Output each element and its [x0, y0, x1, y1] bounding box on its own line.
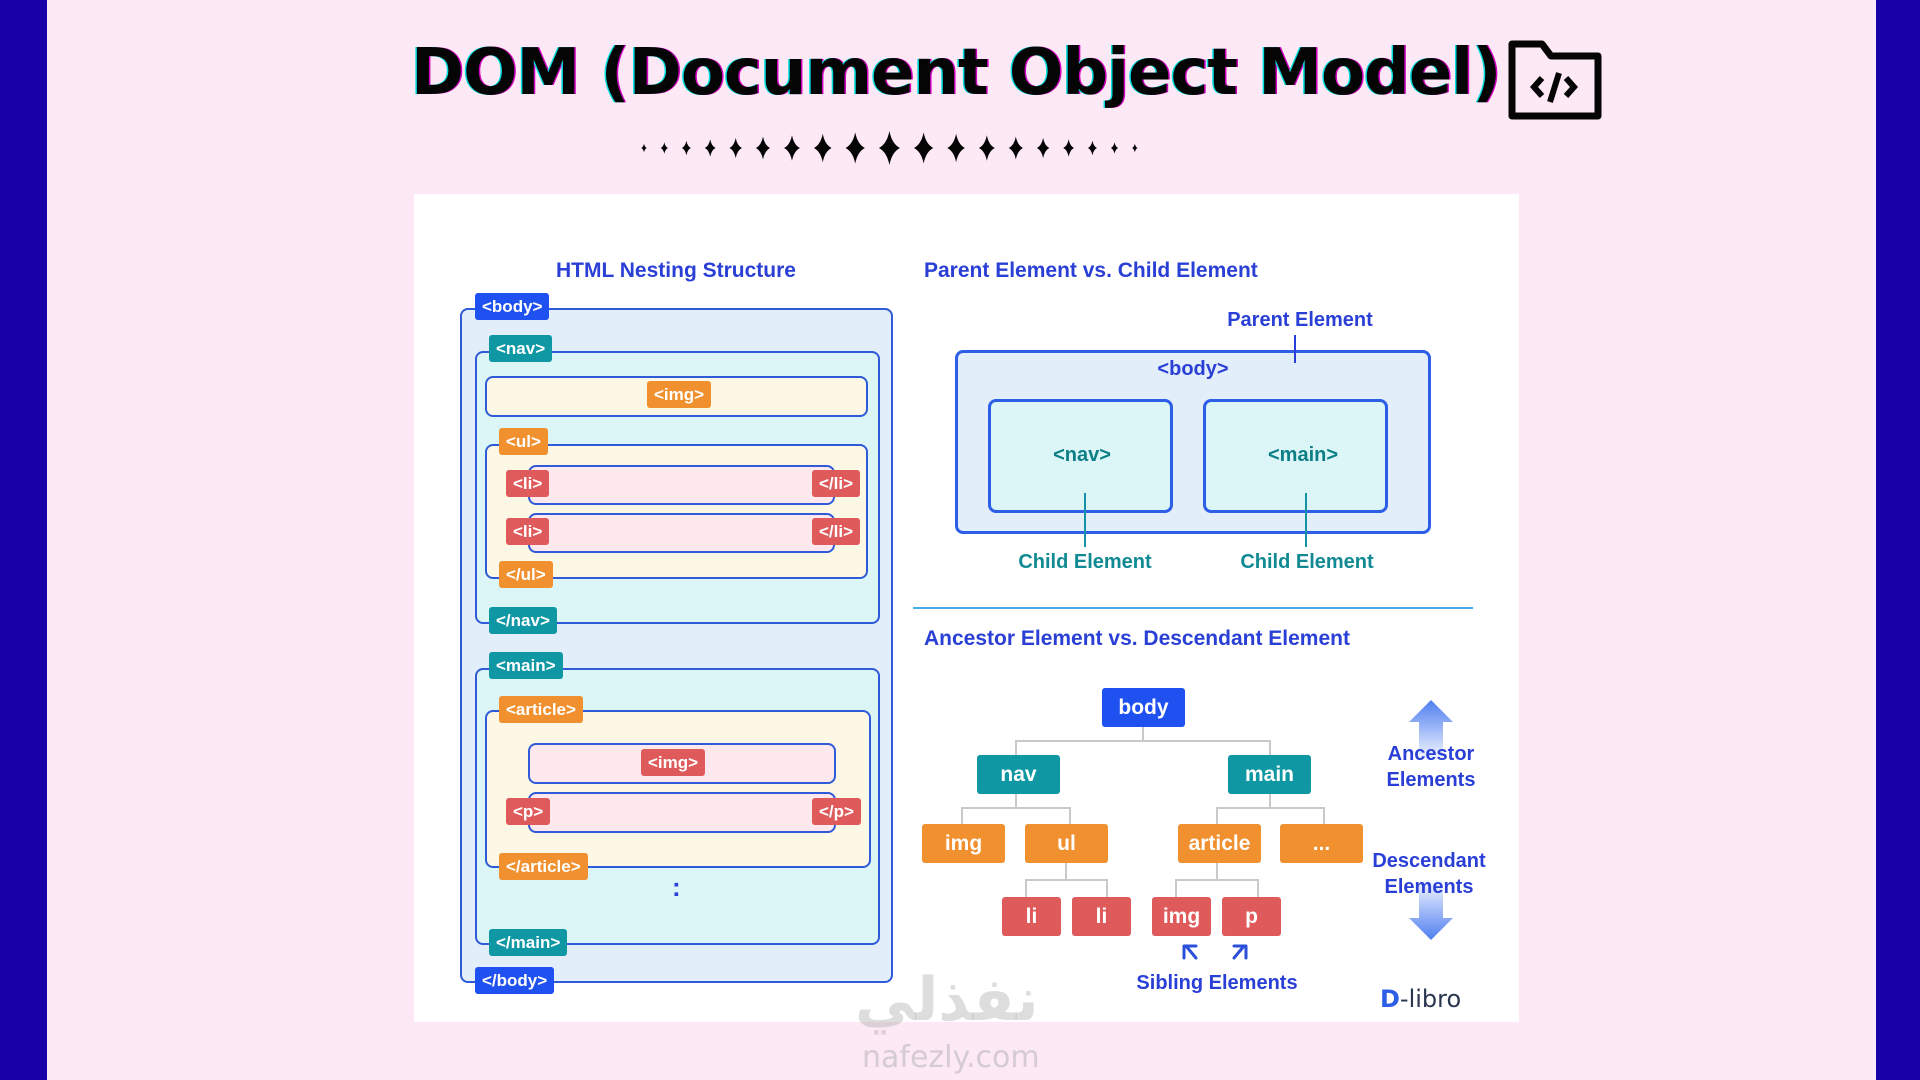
child-nav-box: [988, 399, 1173, 513]
watermark-latin: nafezly.com: [862, 1040, 1040, 1075]
diamond-ornament: [681, 140, 691, 156]
diamond-ornament: [845, 132, 865, 164]
tree-node-p: p: [1222, 897, 1281, 936]
tree-node-main: main: [1228, 755, 1311, 794]
section-divider: [913, 607, 1473, 609]
p-close-tag: </p>: [812, 798, 861, 825]
main-close-tag: </main>: [489, 929, 568, 956]
child-pointer-line-2: [1305, 493, 1307, 547]
diamond-ornament: [755, 136, 771, 160]
tree-node-li-2: li: [1072, 897, 1131, 936]
li-box-1: [528, 465, 835, 505]
li-box-2: [528, 513, 835, 553]
nav-img-tag: <img>: [647, 381, 712, 408]
diamond-ornament: [641, 143, 647, 153]
child-nav-label: <nav>: [1053, 444, 1111, 466]
parent-element-label: Parent Element: [1227, 309, 1373, 331]
diamond-ornament: [878, 131, 900, 165]
watermark-arabic: نفذلي: [855, 965, 1039, 1035]
diamond-ornament: [913, 132, 934, 164]
right-side-band: [1876, 0, 1920, 1080]
diamond-ornament: [1110, 142, 1119, 154]
ancestor-elements-label: Ancestor Elements: [1387, 741, 1476, 793]
child-main-box: [1203, 399, 1388, 513]
diamond-ornament: [704, 139, 716, 157]
diamond-ornament: [1008, 136, 1023, 160]
nesting-heading: HTML Nesting Structure: [556, 259, 796, 282]
diamond-ornament: [784, 135, 800, 161]
parent-pointer-line: [1294, 335, 1296, 363]
diamond-ornament: [813, 133, 832, 163]
article-close-tag: </article>: [499, 853, 588, 880]
diamond-ornament: [729, 138, 742, 158]
folder-code-icon: [1508, 40, 1602, 120]
body-open-tag: <body>: [475, 293, 550, 320]
tree-node-body: body: [1102, 688, 1185, 727]
sibling-elements-label: Sibling Elements: [1136, 972, 1298, 994]
nav-open-tag: <nav>: [489, 335, 553, 362]
tree-node-article: article: [1178, 824, 1261, 863]
tree-node-ul: ul: [1025, 824, 1108, 863]
tree-node-nav: nav: [977, 755, 1060, 794]
child-element-label-2: Child Element: [1240, 551, 1374, 573]
dlibro-logo-mark: D: [1380, 985, 1400, 1013]
ul-open-tag: <ul>: [499, 428, 548, 455]
child-main-label: <main>: [1267, 444, 1339, 466]
diamond-ornament: [1063, 139, 1074, 157]
p-box: [528, 792, 836, 833]
tree-node-nav-img: img: [922, 824, 1005, 863]
nav-close-tag: </nav>: [489, 607, 557, 634]
dlibro-logo: D-libro: [1380, 985, 1461, 1013]
more-elements-ellipsis: :: [672, 872, 681, 902]
child-element-label-1: Child Element: [1018, 551, 1152, 573]
article-img-tag: <img>: [641, 749, 706, 776]
article-box: [485, 710, 871, 868]
li-close-tag-1: </li>: [812, 470, 861, 497]
page-title: DOM (Document Object Model): [411, 36, 1501, 110]
child-pointer-line-1: [1084, 493, 1086, 547]
diamond-ornament: [978, 135, 995, 161]
li-open-tag-1: <li>: [506, 470, 550, 497]
ancestor-descendant-heading: Ancestor Element vs. Descendant Element: [924, 627, 1350, 650]
li-open-tag-2: <li>: [506, 518, 550, 545]
diamond-divider: [641, 131, 1138, 165]
diamond-ornament: [947, 133, 965, 163]
diamond-ornament: [1036, 138, 1050, 158]
main-open-tag: <main>: [489, 652, 563, 679]
parent-body-label: <body>: [1157, 358, 1229, 380]
li-close-tag-2: </li>: [812, 518, 861, 545]
parent-child-heading: Parent Element vs. Child Element: [924, 259, 1258, 282]
dlibro-logo-text: -libro: [1399, 985, 1462, 1013]
tree-node-li-1: li: [1002, 897, 1061, 936]
left-side-band: [0, 0, 47, 1080]
p-open-tag: <p>: [506, 798, 551, 825]
descendant-elements-label: Descendant Elements: [1372, 848, 1485, 900]
diamond-ornament: [1087, 140, 1097, 156]
ancestor-label-line-1: Ancestor: [1387, 743, 1475, 765]
diamond-ornament: [1132, 143, 1138, 153]
article-open-tag: <article>: [499, 696, 583, 723]
diamond-ornament: [660, 142, 668, 154]
tree-node-article-img: img: [1152, 897, 1211, 936]
tree-node-more: ...: [1280, 824, 1363, 863]
ul-close-tag: </ul>: [499, 561, 553, 588]
descendant-label-line-1: Descendant: [1372, 850, 1486, 872]
ancestor-label-line-2: Elements: [1386, 769, 1476, 791]
body-close-tag: </body>: [475, 967, 555, 994]
descendant-label-line-2: Elements: [1384, 876, 1474, 898]
